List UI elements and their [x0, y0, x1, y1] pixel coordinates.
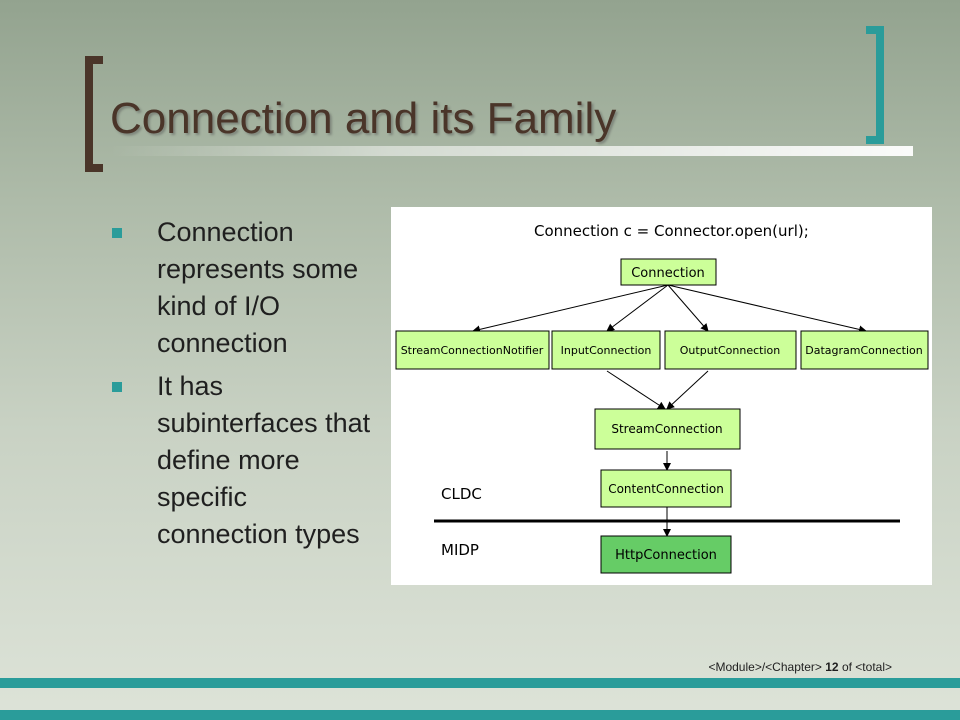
node-datagram-connection-label: DatagramConnection [805, 344, 922, 357]
node-datagram-connection-box [800, 330, 929, 370]
bullet-square-icon [112, 228, 122, 238]
node-content-connection-box [600, 469, 732, 508]
edge-output-stream [666, 370, 709, 410]
node-http-connection-box [600, 535, 732, 574]
slide-footer: <Module>/<Chapter> 12 of <total> [0, 660, 892, 674]
footer-chapter: <Chapter> [765, 660, 822, 674]
node-stream-connection-label: StreamConnection [611, 422, 722, 436]
bullet-square-icon [112, 382, 122, 392]
node-http-connection-label: HttpConnection [615, 548, 717, 563]
slide-title: Connection and its Family [110, 94, 617, 143]
diagram-edges [472, 284, 867, 537]
title-bracket-right [866, 26, 884, 144]
title-bracket-left [85, 56, 103, 172]
footer-bar-bottom [0, 710, 960, 720]
footer-of: of [841, 660, 852, 674]
cldc-label: CLDC [441, 485, 482, 503]
footer-page-number: 12 [825, 660, 839, 674]
edge-input-stream [606, 370, 666, 410]
node-input-connection-box [551, 330, 661, 370]
title-underline [110, 146, 913, 156]
bullet-list: Connection represents some kind of I/O c… [112, 214, 374, 559]
edge-connection-datagram [667, 284, 867, 334]
midp-label: MIDP [441, 541, 479, 559]
footer-module: <Module> [708, 660, 762, 674]
node-output-connection-label: OutputConnection [680, 344, 780, 357]
bullet-text: Connection represents some kind of I/O c… [157, 217, 359, 358]
footer-separator: / [761, 660, 766, 674]
footer-bar-top [0, 678, 960, 688]
node-input-connection-label: InputConnection [561, 344, 652, 357]
node-connection-label: Connection [631, 266, 705, 281]
diagram-code-line: Connection c = Connector.open(url); [534, 222, 809, 240]
edge-connection-output [667, 284, 709, 332]
node-stream-connection-box [594, 408, 741, 450]
bullet-text: It has subinterfaces that define more sp… [157, 371, 371, 549]
bullet-item: It has subinterfaces that define more sp… [112, 368, 374, 553]
connection-hierarchy-diagram: Connection c = Connector.open(url); CLDC… [391, 207, 932, 585]
node-content-connection-label: ContentConnection [608, 482, 724, 496]
bullet-item: Connection represents some kind of I/O c… [112, 214, 374, 362]
diagram-svg: Connection c = Connector.open(url); CLDC… [395, 222, 929, 574]
node-connection-box [620, 258, 717, 286]
node-stream-connection-notifier-box [395, 330, 550, 370]
edge-connection-input [606, 284, 669, 332]
node-output-connection-box [664, 330, 797, 370]
footer-total: <total> [855, 660, 892, 674]
node-stream-connection-notifier-label: StreamConnectionNotifier [401, 344, 544, 357]
edge-connection-notifier [472, 284, 669, 334]
